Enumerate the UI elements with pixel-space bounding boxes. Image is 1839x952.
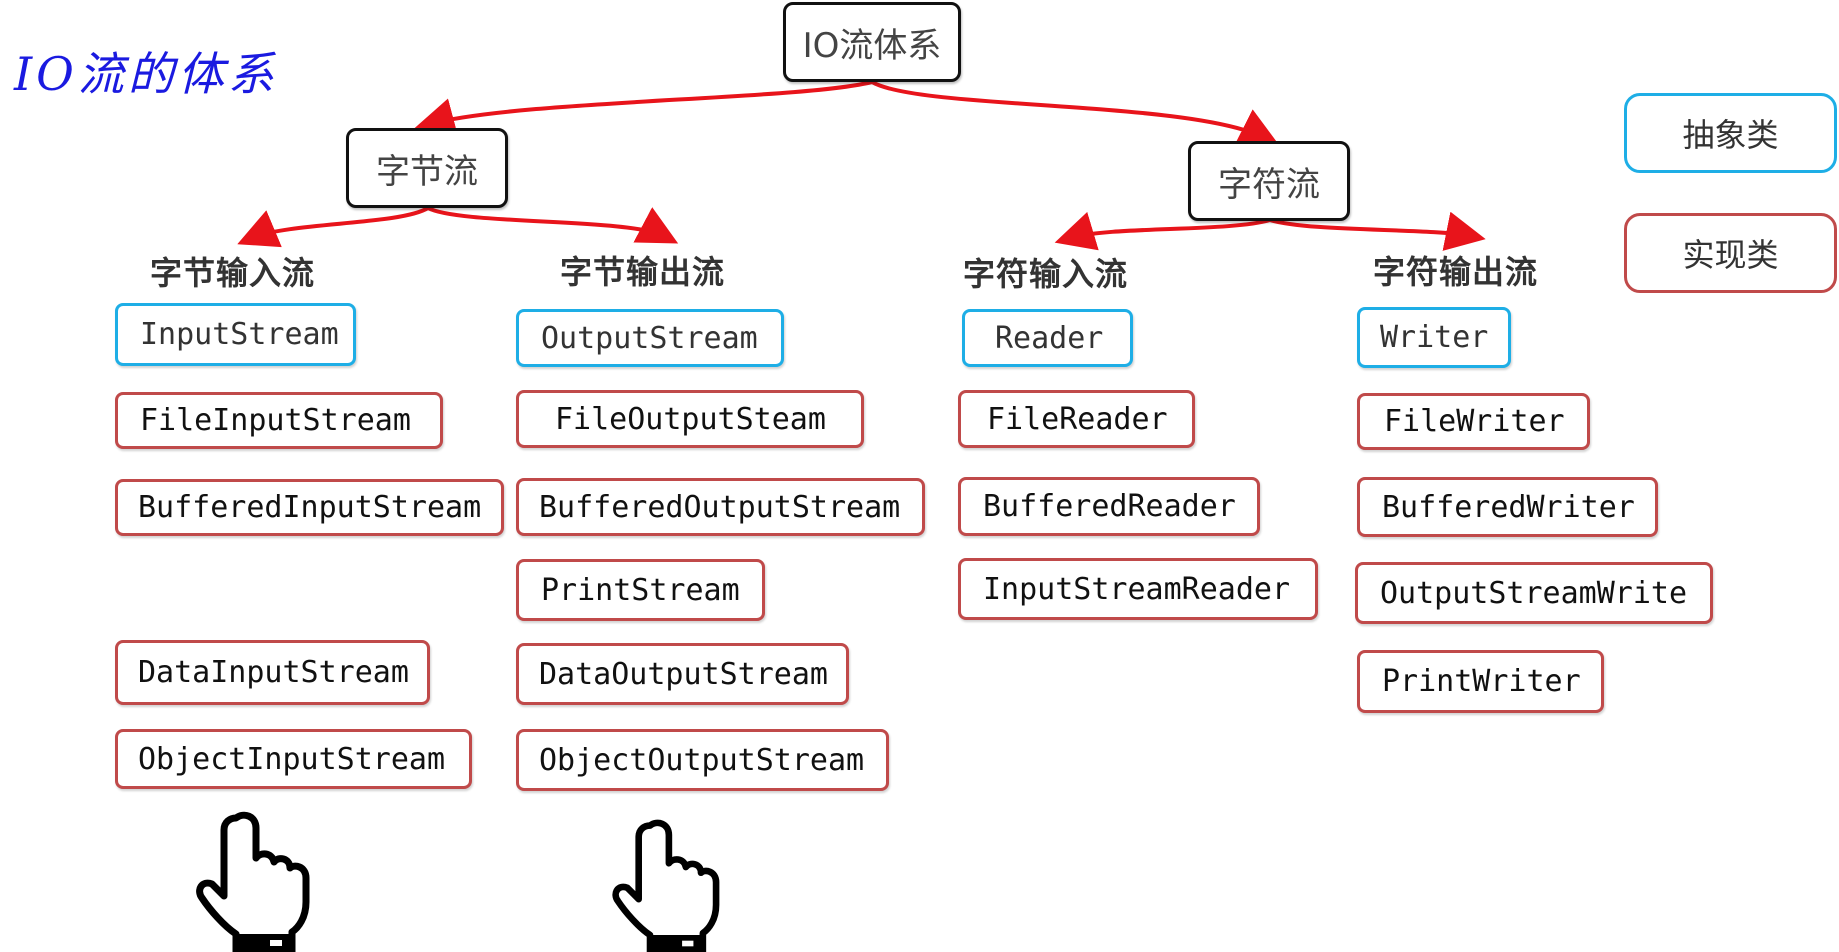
arrow-char-to-output bbox=[1269, 211, 1486, 251]
class-box-impl: InputStreamReader bbox=[958, 558, 1318, 620]
byte-stream-node: 字节流 bbox=[346, 128, 508, 208]
class-name: OutputStreamWrite bbox=[1380, 575, 1688, 611]
class-name: FileOutputSteam bbox=[555, 401, 826, 437]
byte-stream-label: 字节流 bbox=[376, 151, 478, 192]
pointing-hand-icon bbox=[612, 819, 720, 952]
class-name: BufferedReader bbox=[983, 489, 1236, 524]
heading-byte-input: 字节输入流 bbox=[150, 254, 316, 292]
char-stream-node: 字符流 bbox=[1188, 141, 1350, 221]
root-node-label: IO流体系 bbox=[802, 25, 942, 66]
class-name: DataInputStream bbox=[138, 655, 409, 690]
class-box-abstract: Reader bbox=[962, 309, 1133, 367]
class-name: DataOutputStream bbox=[539, 656, 828, 692]
class-name: PrintStream bbox=[541, 572, 740, 608]
pointing-hand-icon bbox=[196, 811, 310, 952]
root-node: IO流体系 bbox=[783, 2, 961, 82]
class-box-impl: BufferedOutputStream bbox=[516, 478, 925, 536]
legend-abstract: 抽象类 bbox=[1624, 93, 1837, 173]
class-box-abstract: OutputStream bbox=[516, 309, 784, 367]
class-box-impl: BufferedReader bbox=[958, 477, 1260, 536]
class-name: OutputStream bbox=[541, 320, 758, 356]
class-name: FileInputStream bbox=[140, 403, 411, 438]
class-name: PrintWriter bbox=[1382, 664, 1581, 699]
page-title: IO流的体系 bbox=[14, 47, 278, 101]
class-box-impl: FileInputStream bbox=[115, 392, 443, 449]
arrow-byte-to-output bbox=[427, 206, 679, 244]
class-box-impl: BufferedInputStream bbox=[115, 479, 504, 536]
class-box-impl: FileReader bbox=[958, 390, 1195, 448]
class-box-impl: DataOutputStream bbox=[516, 643, 849, 705]
class-box-impl: PrintWriter bbox=[1357, 650, 1604, 713]
class-name: InputStream bbox=[140, 317, 339, 352]
class-box-impl: ObjectOutputStream bbox=[516, 729, 889, 791]
arrow-root-to-byte bbox=[414, 80, 873, 138]
class-box-impl: DataInputStream bbox=[115, 640, 430, 705]
class-name: FileReader bbox=[987, 401, 1168, 437]
class-box-impl: OutputStreamWrite bbox=[1355, 562, 1713, 624]
heading-byte-output: 字节输出流 bbox=[560, 253, 726, 291]
class-box-impl: ObjectInputStream bbox=[115, 729, 472, 789]
class-name: BufferedOutputStream bbox=[539, 489, 901, 525]
class-name: ObjectOutputStream bbox=[539, 742, 865, 778]
class-box-impl: FileWriter bbox=[1357, 393, 1590, 450]
legend-impl: 实现类 bbox=[1624, 213, 1837, 293]
heading-char-output: 字符输出流 bbox=[1373, 253, 1539, 291]
class-name: FileWriter bbox=[1384, 404, 1565, 439]
class-name: BufferedWriter bbox=[1382, 489, 1635, 525]
arrow-byte-to-input bbox=[237, 206, 430, 248]
class-name: BufferedInputStream bbox=[138, 490, 482, 525]
class-box-impl: PrintStream bbox=[516, 559, 765, 621]
class-box-impl: FileOutputSteam bbox=[516, 390, 864, 448]
char-stream-label: 字符流 bbox=[1218, 164, 1320, 205]
class-name: Writer bbox=[1380, 320, 1489, 355]
class-name: ObjectInputStream bbox=[138, 741, 446, 777]
class-name: Reader bbox=[995, 320, 1104, 356]
class-box-abstract: InputStream bbox=[115, 303, 356, 366]
legend-impl-label: 实现类 bbox=[1682, 236, 1779, 274]
arrow-root-to-char bbox=[870, 80, 1280, 146]
class-box-impl: BufferedWriter bbox=[1357, 477, 1658, 537]
arrow-char-to-input bbox=[1054, 211, 1271, 251]
class-name: InputStreamReader bbox=[983, 571, 1291, 607]
class-box-abstract: Writer bbox=[1357, 307, 1511, 368]
heading-char-input: 字符输入流 bbox=[963, 255, 1129, 293]
legend-abstract-label: 抽象类 bbox=[1682, 116, 1779, 154]
